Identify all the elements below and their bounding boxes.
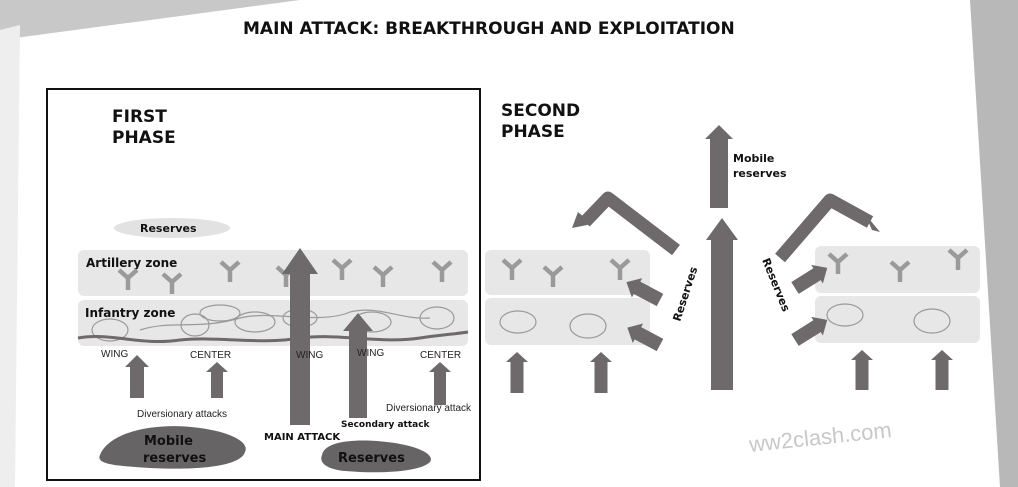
infantry-position (499, 310, 537, 334)
artillery-y-symbol (161, 272, 183, 294)
sector-label-wing: WING (101, 349, 128, 360)
sector-label-center: CENTER (420, 350, 461, 361)
reserves-left-label: Reserves (670, 265, 700, 323)
infantry-position (913, 308, 951, 334)
second-phase-attack-arrow (506, 352, 528, 393)
mobile-reserves-exploit-arrow (705, 125, 733, 208)
artillery-y-symbol (827, 252, 849, 274)
infantry-trench-line (139, 309, 431, 331)
second-phase-left-artillery-zone (485, 250, 650, 295)
main-attack-label: MAIN ATTACK (264, 432, 341, 443)
reserves-bottom-label: Reserves (338, 451, 405, 466)
first-phase-heading-1: FIRST (112, 107, 167, 127)
center-diversionary-arrow (429, 362, 451, 405)
artillery-y-symbol (542, 265, 564, 287)
second-phase-heading-1: SECOND (501, 101, 580, 121)
page-shadow-right (970, 0, 1018, 487)
page-shadow-top-left (0, 0, 300, 40)
reserves-top-label: Reserves (140, 222, 197, 235)
mobile-reserves-label-2: reserves (143, 451, 206, 466)
infantry-positions (91, 303, 951, 342)
wing-diversionary-arrow (125, 355, 149, 398)
mobile-reserves-exploit-label-2: reserves (733, 167, 787, 180)
artillery-y-symbol (117, 268, 139, 290)
infantry-position (199, 304, 241, 322)
watermark: ww2clash.com (747, 417, 893, 457)
artillery-y-symbol (609, 258, 631, 280)
artillery-y-symbol (947, 248, 969, 270)
artillery-y-symbol (331, 258, 353, 280)
sector-label-center: CENTER (190, 350, 231, 361)
reserves-top-blob (114, 218, 230, 238)
diversionary-attacks-label: Diversionary attacks (137, 409, 227, 420)
second-phase-attack-arrow (931, 350, 953, 390)
second-phase-attack-arrow (851, 350, 873, 390)
second-phase-right-infantry-zone (815, 296, 980, 343)
infantry-position (91, 318, 129, 342)
infantry-position (826, 303, 864, 327)
artillery-y-symbol (501, 258, 523, 280)
diversionary-attack-label: Diversionary attack (386, 403, 472, 414)
breakthrough-arrow (706, 218, 738, 390)
infantry-zone-label: Infantry zone (85, 306, 175, 320)
sector-label-wing: WING (296, 350, 323, 361)
reserves-right-arrow (791, 264, 828, 294)
right-flank-arrowhead (865, 214, 880, 232)
second-phase-attack-arrow (590, 352, 612, 393)
attack-arrows (125, 125, 953, 425)
infantry-position (569, 313, 607, 339)
artillery-y-symbol (431, 260, 453, 282)
secondary-attack-arrow (343, 313, 373, 418)
reserves-right-arrow (791, 316, 828, 346)
left-flank-arrowhead (572, 212, 592, 228)
artillery-y-symbol (372, 265, 394, 287)
secondary-attack-label: Secondary attack (341, 420, 431, 430)
first-phase-frame (46, 88, 481, 481)
second-phase-left-infantry-zone (485, 298, 650, 345)
diagram-title: MAIN ATTACK: BREAKTHROUGH AND EXPLOITATI… (243, 19, 735, 39)
artillery-zone (78, 250, 468, 296)
right-flank-bent-arrow (775, 193, 874, 263)
page-shadow-left (0, 25, 20, 487)
center-diversionary-arrow (206, 362, 228, 398)
sector-label-wing: WING (357, 348, 384, 359)
infantry-position (234, 311, 276, 333)
reserves-bottom-blob (321, 440, 431, 473)
reserves-left-arrow (627, 323, 664, 352)
artillery-y-symbol (889, 260, 911, 282)
mobile-reserves-blob (99, 426, 246, 469)
main-attack-arrow (282, 248, 318, 425)
left-flank-bent-arrow (580, 191, 680, 256)
artillery-symbols (117, 248, 969, 294)
first-phase-heading-2: PHASE (112, 128, 176, 148)
artillery-y-symbol (219, 260, 241, 282)
reserves-left-arrow (626, 278, 664, 307)
second-phase-heading-2: PHASE (501, 122, 565, 142)
artillery-zone-label: Artillery zone (86, 256, 177, 270)
mobile-reserves-exploit-label-1: Mobile (733, 152, 774, 165)
reserves-right-label: Reserves (759, 256, 792, 314)
mobile-reserves-label-1: Mobile (144, 434, 193, 449)
